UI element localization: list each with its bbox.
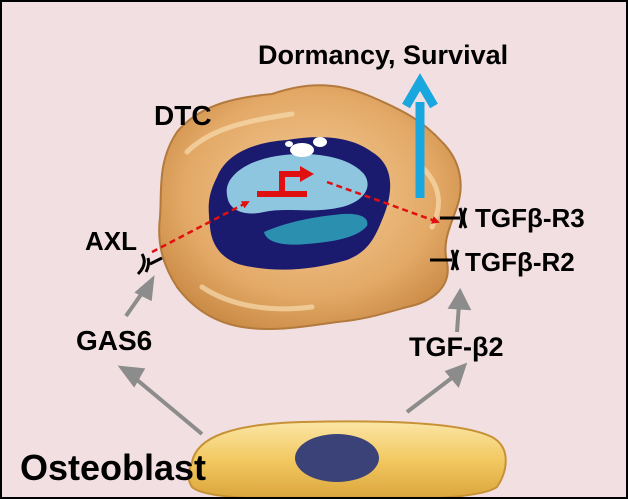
osteoblast-label: Osteoblast: [20, 447, 207, 488]
nucleolus-small: [313, 137, 327, 147]
nucleolus: [290, 143, 314, 157]
axl-label: AXL: [85, 226, 137, 256]
tgfb2-label: TGF-β2: [409, 332, 504, 362]
nucleolus-tiny: [285, 141, 293, 147]
nucleus-inner-teal: [264, 213, 368, 245]
osteoblast-nucleus: [295, 434, 379, 482]
dtc-label: DTC: [154, 100, 212, 131]
tgfbr3-label: TGFβ-R3: [475, 203, 585, 233]
outcome-arrow: [402, 73, 438, 198]
gas6-label: GAS6: [76, 325, 153, 356]
tgfbr2-receptor-icon: [430, 249, 460, 271]
nucleus-inner-light: [226, 154, 368, 214]
outcome-label: Dormancy, Survival: [258, 40, 509, 70]
tgfbr2-label: TGFβ-R2: [465, 247, 575, 277]
gray-arrows: [117, 275, 472, 436]
gene-promoter-arrow-icon: [257, 166, 314, 197]
signal-arrow-axl-to-nucleus: [151, 200, 250, 254]
axl-receptor-icon: [136, 253, 163, 276]
tgfbr3-receptor-icon: [440, 207, 468, 229]
